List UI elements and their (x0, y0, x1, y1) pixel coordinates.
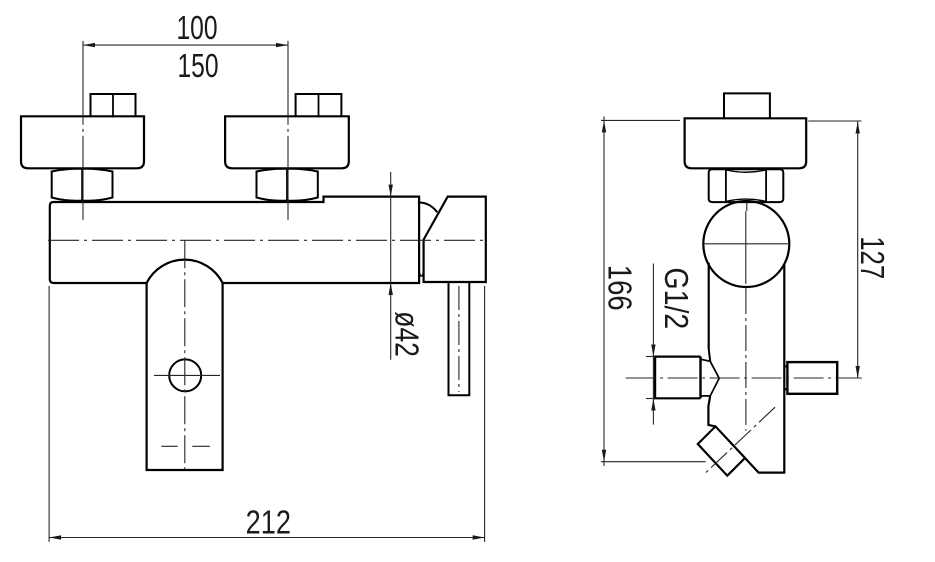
svg-text:150: 150 (177, 47, 218, 85)
svg-text:166: 166 (601, 265, 638, 311)
svg-text:G1/2: G1/2 (657, 268, 695, 330)
svg-text:100: 100 (176, 9, 217, 47)
svg-text:212: 212 (246, 504, 291, 541)
svg-text:127: 127 (853, 236, 890, 279)
svg-text:ø42: ø42 (388, 311, 425, 357)
